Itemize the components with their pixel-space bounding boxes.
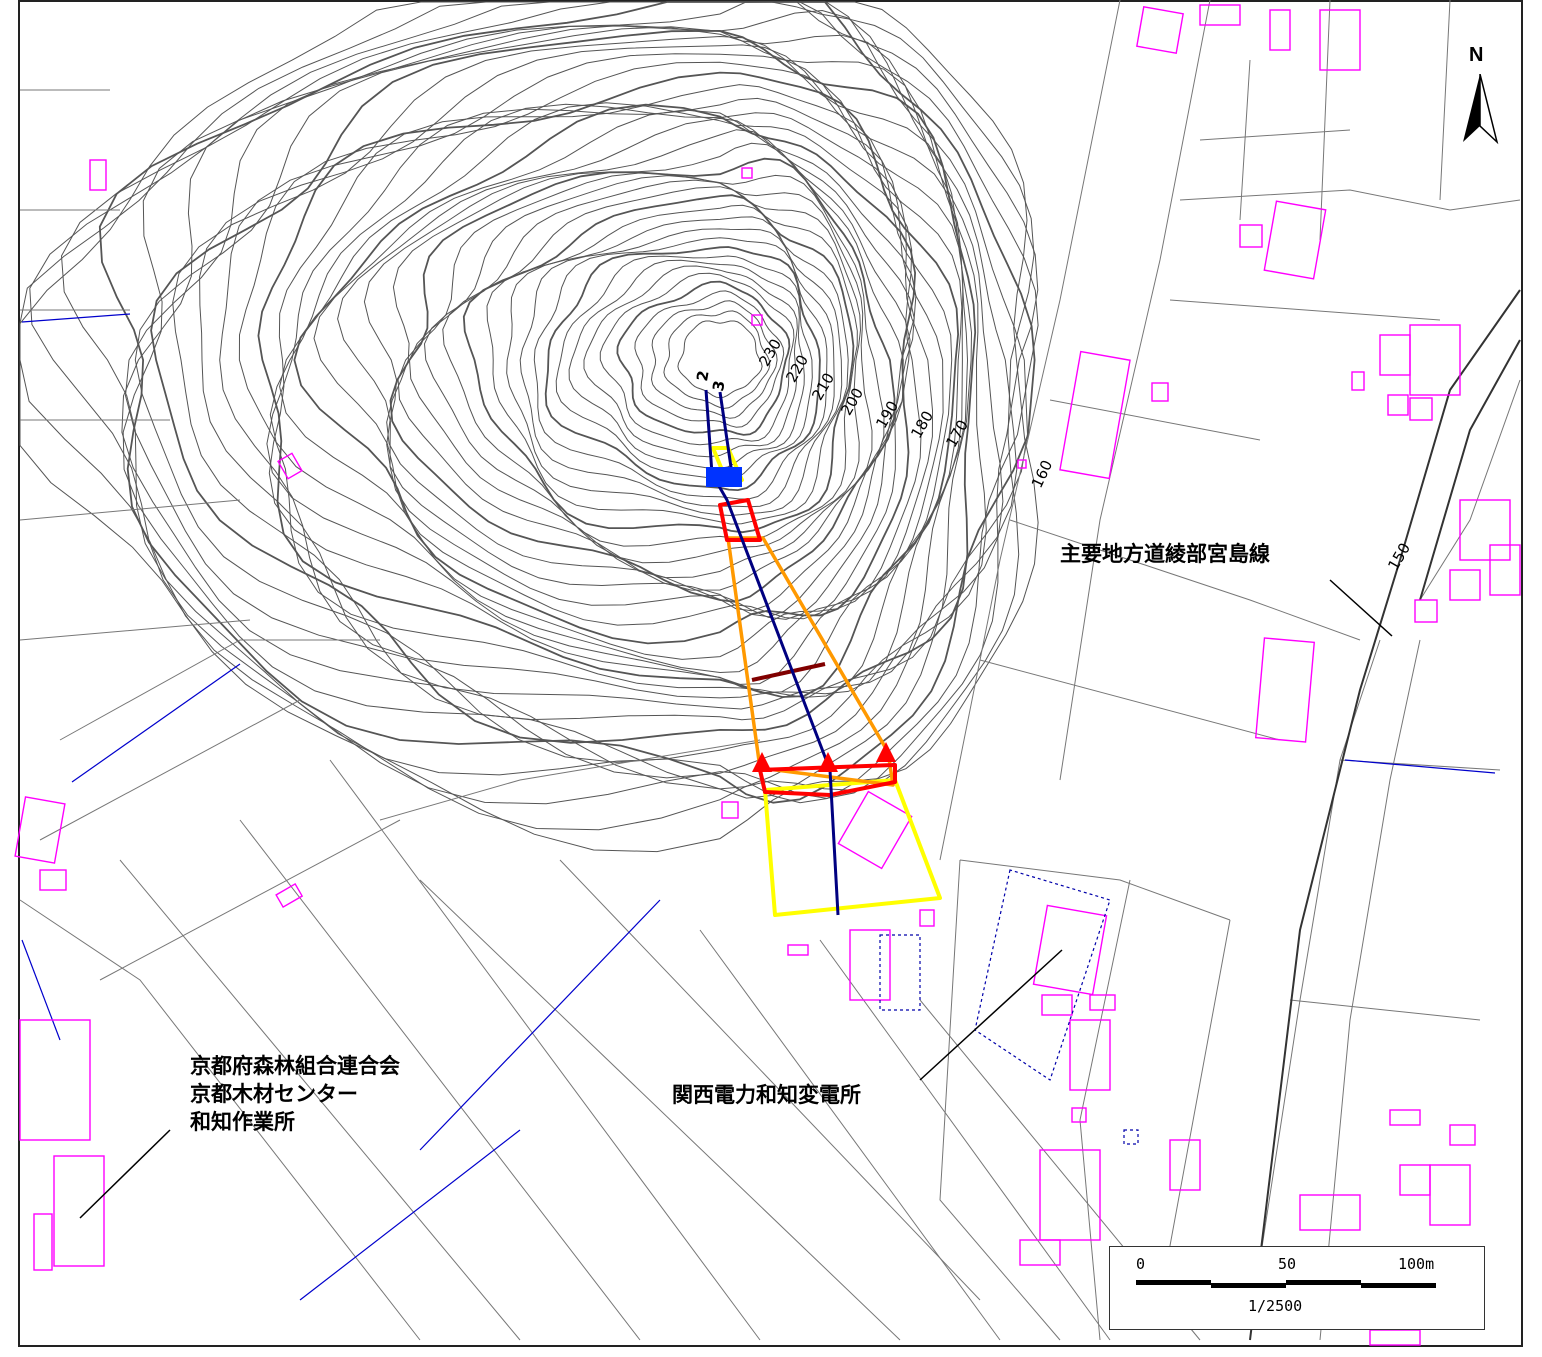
contour-line <box>19 1 1039 853</box>
contour-line <box>677 320 763 399</box>
contour-line <box>268 84 953 694</box>
facility-outlines <box>879 869 1139 1145</box>
contour-line <box>663 310 771 409</box>
contour-line <box>486 204 849 525</box>
contour-line <box>650 300 778 419</box>
orange-zone <box>726 536 895 787</box>
forestry-label-line3: 和知作業所 <box>190 1110 295 1134</box>
forestry-label-line1: 京都府森林組合連合会 <box>190 1054 400 1078</box>
contour-line <box>397 172 885 591</box>
dark-band <box>751 662 826 682</box>
forestry-label-line2: 京都木材センター <box>190 1082 358 1106</box>
contour-line <box>519 228 835 508</box>
contour-line <box>172 35 973 721</box>
contour-line <box>269 103 934 674</box>
waterways <box>21 313 1496 1301</box>
scale-bar-graphic <box>1136 1280 1436 1288</box>
contour-line <box>616 280 791 436</box>
contour-line <box>462 194 855 534</box>
contour-line <box>124 24 1004 779</box>
red-triangle-marker <box>818 752 838 772</box>
scale-tick-100: 100m <box>1398 1255 1435 1273</box>
contour-line <box>423 179 862 564</box>
scale-tick-50: 50 <box>1278 1255 1297 1273</box>
road-label: 主要地方道綾部宮島線 <box>1060 542 1270 566</box>
contour-line <box>219 53 964 699</box>
contour-line <box>121 9 1018 790</box>
substation-label: 関西電力和知変電所 <box>672 1083 861 1107</box>
leader-lines <box>79 579 1393 1219</box>
buildings <box>14 4 1521 1346</box>
field-grid <box>19 0 1521 1341</box>
contour-line <box>134 26 987 763</box>
contour-line <box>363 129 911 618</box>
red-triangle-marker <box>876 742 896 762</box>
north-arrow-icon <box>1463 74 1499 145</box>
survey-axis-line <box>704 389 840 916</box>
contour-line <box>313 109 917 626</box>
contour-line <box>386 142 904 612</box>
scale-bar: 0 50 100m 1/2500 <box>1109 1246 1485 1330</box>
contour-line <box>337 117 915 620</box>
north-label: N <box>1469 44 1484 66</box>
contour-line <box>266 97 944 685</box>
contour-line <box>29 1 1039 805</box>
contour-line <box>98 1 1036 804</box>
scale-tick-0: 0 <box>1136 1255 1146 1273</box>
contour-line <box>199 44 969 710</box>
contour-line <box>599 272 795 446</box>
contour-line <box>238 61 963 698</box>
contour-line <box>533 237 828 500</box>
contour-line <box>544 246 821 492</box>
red-zone-bottom <box>758 763 897 797</box>
contour-line <box>279 102 922 660</box>
red-triangle-marker <box>752 752 772 772</box>
map-frame <box>18 0 1523 1347</box>
contour-line <box>442 186 858 547</box>
main-road <box>1249 289 1521 1341</box>
contour-line <box>150 29 977 744</box>
contour-line <box>568 259 805 469</box>
blue-marker <box>706 467 742 487</box>
scale-ratio: 1/2500 <box>1248 1297 1303 1315</box>
north-arrow: N <box>1455 44 1505 154</box>
contour-line <box>583 265 798 458</box>
contour-line <box>506 216 843 517</box>
contour-line <box>555 255 813 481</box>
contour-line <box>634 290 785 428</box>
contour-line <box>293 103 917 645</box>
red-zone-top <box>718 498 762 542</box>
survey-zones <box>704 389 942 917</box>
